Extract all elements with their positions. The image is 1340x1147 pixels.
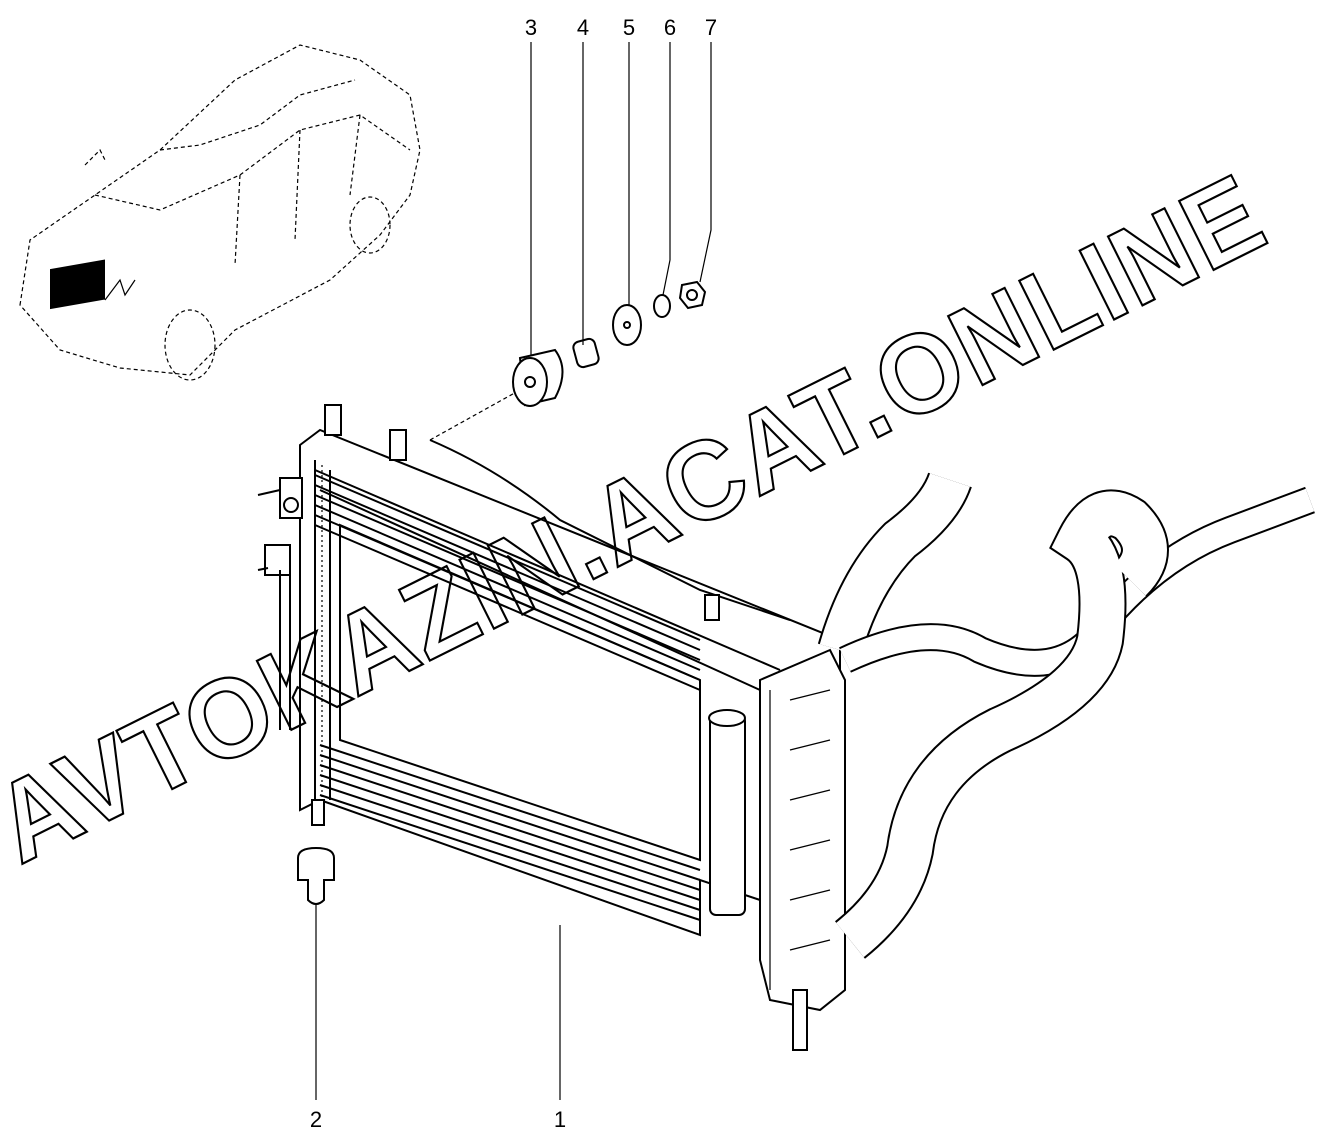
radiator-highlight bbox=[50, 259, 105, 310]
radiator-assembly bbox=[257, 404, 846, 1051]
part-7-nut bbox=[678, 280, 707, 310]
part-2-bushing bbox=[297, 846, 335, 905]
part-5-washer bbox=[612, 304, 642, 346]
part-4-sleeve bbox=[572, 337, 600, 369]
mounting-parts bbox=[297, 280, 707, 905]
leader-lines bbox=[315, 42, 712, 1100]
callout-6: 6 bbox=[664, 15, 676, 40]
car-locator-illustration bbox=[19, 44, 421, 381]
callout-1: 1 bbox=[554, 1107, 566, 1132]
radiator-side-tank bbox=[759, 648, 846, 1012]
callout-3: 3 bbox=[525, 15, 537, 40]
condenser-bottom-tubes bbox=[319, 744, 701, 921]
callout-7: 7 bbox=[705, 15, 717, 40]
callout-2: 2 bbox=[310, 1107, 322, 1132]
part-6-spring-washer bbox=[653, 294, 671, 318]
receiver-drier bbox=[709, 714, 746, 916]
coolant-hoses bbox=[817, 471, 1315, 959]
callout-4: 4 bbox=[577, 15, 589, 40]
callout-5: 5 bbox=[623, 15, 635, 40]
part-3-bushing bbox=[512, 357, 548, 407]
